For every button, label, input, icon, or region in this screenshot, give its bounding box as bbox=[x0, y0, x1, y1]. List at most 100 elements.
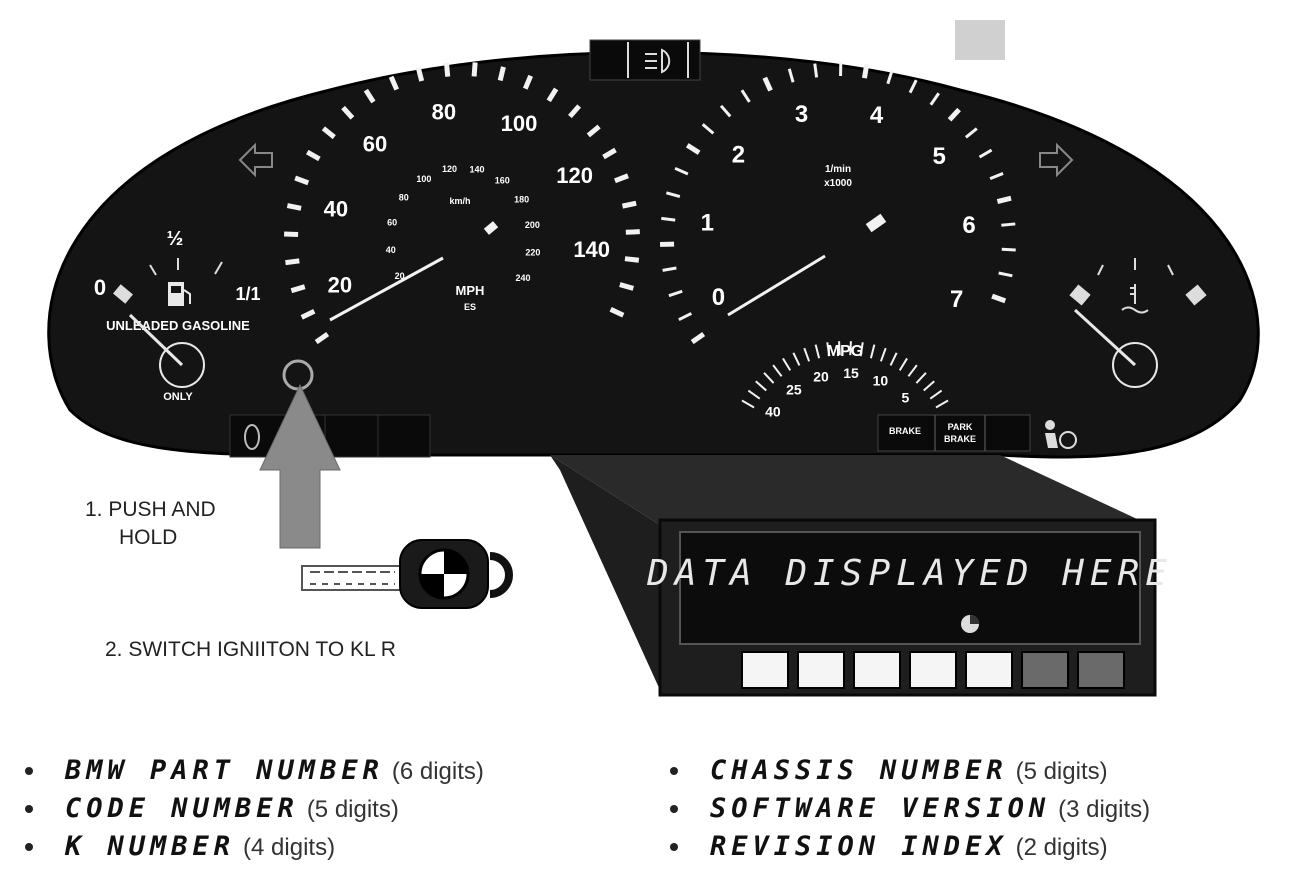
economy-gauge-tick bbox=[803, 347, 811, 362]
tachometer-tick bbox=[1001, 247, 1016, 252]
speedometer-kmh-label: 180 bbox=[514, 195, 529, 205]
fuel-gauge: 0 ½ 1/1 UNLEADED GASOLINE ONLY bbox=[94, 228, 261, 403]
tachometer-label: 0 bbox=[712, 284, 725, 311]
speedometer-kmh-label: 200 bbox=[525, 220, 540, 230]
speedometer-kmh-label: 220 bbox=[525, 248, 540, 258]
tachometer-hub bbox=[865, 213, 887, 233]
tachometer-tick bbox=[678, 312, 693, 322]
economy-gauge-tick bbox=[935, 399, 949, 409]
tachometer-tick bbox=[674, 166, 689, 176]
info-digits: (3 digits) bbox=[1058, 796, 1151, 823]
list-item: K NUMBER(4 digits) bbox=[25, 828, 484, 866]
tachometer-tick bbox=[908, 79, 918, 94]
tachometer-label: 5 bbox=[932, 143, 945, 170]
tachometer-tick bbox=[989, 172, 1004, 181]
fuel-gauge-needle bbox=[128, 313, 184, 367]
odometer-reset-button bbox=[282, 359, 314, 391]
lcd-display-module: DATA DISPLAYED HERE bbox=[646, 518, 1167, 697]
info-term: BMW PART NUMBER bbox=[65, 755, 384, 786]
speedometer-tick bbox=[614, 173, 629, 184]
lcd-module-button bbox=[1077, 651, 1125, 689]
speedometer-tick bbox=[609, 307, 625, 318]
speedometer-tick bbox=[624, 256, 640, 263]
instruction-step1-line2: HOLD bbox=[119, 526, 178, 549]
tachometer-tick bbox=[929, 92, 940, 106]
tachometer-tick bbox=[762, 76, 773, 92]
bullet-icon bbox=[670, 767, 678, 775]
clock-icon bbox=[961, 615, 979, 633]
speedometer-label: 100 bbox=[501, 111, 538, 136]
economy-gauge-tick bbox=[838, 341, 841, 356]
economy-gauge-tick bbox=[741, 399, 755, 409]
economy-gauge-label: 15 bbox=[843, 365, 859, 381]
tachometer-label: 1 bbox=[701, 210, 714, 237]
economy-gauge-tick bbox=[792, 352, 801, 366]
speedometer-hub bbox=[483, 221, 499, 235]
speedometer-tick bbox=[290, 284, 306, 294]
bullet-icon bbox=[670, 805, 678, 813]
economy-gauge-title: MPG bbox=[827, 343, 863, 360]
bullet-icon bbox=[25, 767, 33, 775]
lcd-extrusion-beam bbox=[550, 455, 1150, 525]
fuel-label-full: 1/1 bbox=[235, 284, 260, 304]
tachometer-unit-line1: 1/min bbox=[825, 164, 851, 175]
tachometer-tick bbox=[665, 191, 681, 199]
speedometer-tick bbox=[286, 203, 302, 211]
list-item: REVISION INDEX(2 digits) bbox=[670, 828, 1150, 866]
instruction-step2: 2. SWITCH IGNIITON TO KL R bbox=[105, 638, 396, 661]
info-list-right: CHASSIS NUMBER(5 digits) SOFTWARE VERSIO… bbox=[670, 752, 1151, 866]
tachometer-label: 2 bbox=[732, 141, 745, 168]
temperature-gauge-hub bbox=[1112, 342, 1158, 388]
tachometer-label: 6 bbox=[962, 212, 975, 239]
push-arrow bbox=[259, 383, 341, 549]
speedometer-label: 120 bbox=[556, 163, 593, 188]
economy-gauge-tick bbox=[898, 357, 908, 371]
cluster-housing bbox=[47, 51, 1260, 459]
economy-gauge-tick bbox=[879, 347, 887, 362]
info-list-left: BMW PART NUMBER(6 digits) CODE NUMBER(5 … bbox=[25, 752, 484, 866]
speedometer-tick bbox=[300, 309, 316, 320]
speedometer-label: 80 bbox=[432, 99, 456, 124]
info-digits: (5 digits) bbox=[306, 796, 399, 823]
tachometer-needle bbox=[727, 254, 826, 317]
economy-gauge-tick bbox=[814, 344, 821, 359]
lcd-module-button bbox=[1021, 651, 1069, 689]
speedometer-label: 20 bbox=[328, 272, 352, 297]
fuel-label-half: ½ bbox=[167, 228, 184, 250]
economy-gauge-label: 25 bbox=[786, 382, 802, 398]
fuel-gauge-hub bbox=[159, 342, 205, 388]
speedometer-unit: MPH bbox=[456, 283, 485, 298]
list-item: SOFTWARE VERSION(3 digits) bbox=[670, 790, 1151, 828]
speedometer-tick bbox=[306, 149, 321, 162]
tachometer-tick bbox=[813, 63, 819, 78]
speedometer-kmh-label: 160 bbox=[495, 175, 510, 185]
speedometer-kmh-label: 100 bbox=[416, 174, 431, 184]
bullet-icon bbox=[25, 843, 33, 851]
right-turn-signal-icon bbox=[1039, 142, 1074, 178]
economy-gauge-label: 10 bbox=[873, 373, 889, 389]
speedometer-kmh-label: 20 bbox=[395, 271, 405, 281]
tachometer-tick bbox=[996, 195, 1012, 204]
fuel-pump-icon bbox=[168, 282, 191, 306]
speedometer-needle bbox=[329, 256, 444, 322]
tachometer-tick bbox=[964, 127, 978, 139]
brake-warning-panel: BRAKE PARK BRAKE bbox=[877, 414, 1031, 452]
speedometer-label: 140 bbox=[573, 237, 610, 262]
tachometer-tick bbox=[886, 69, 894, 85]
speedometer-tick bbox=[621, 200, 637, 209]
park-brake-label-line2: BRAKE bbox=[944, 434, 976, 444]
texture-mark bbox=[955, 20, 1005, 60]
economy-gauge-tick bbox=[889, 352, 898, 366]
tachometer-tick bbox=[668, 289, 683, 298]
park-brake-label-line1: PARK bbox=[948, 422, 973, 432]
speedometer-tick bbox=[619, 282, 634, 291]
speedometer-tick bbox=[586, 124, 601, 138]
economy-gauge-tick bbox=[755, 380, 767, 392]
tachometer-tick bbox=[787, 68, 795, 83]
ignition-key-icon bbox=[301, 539, 513, 609]
speedometer-kmh-label: 40 bbox=[386, 245, 396, 255]
speedometer-kmh-label: 140 bbox=[469, 165, 484, 175]
